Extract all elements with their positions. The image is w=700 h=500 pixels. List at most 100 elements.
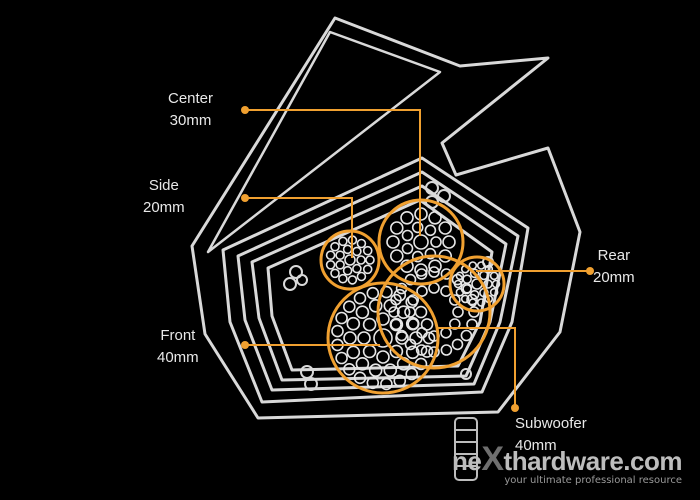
- perforation-hole: [352, 263, 362, 274]
- perforation-hole: [338, 273, 348, 284]
- perforation-hole: [452, 306, 464, 318]
- perforation-hole: [373, 328, 393, 348]
- subwoofer-size: 40mm: [515, 437, 557, 454]
- perforation-hole: [355, 356, 370, 371]
- perforation-hole: [401, 242, 414, 255]
- perforation-hole: [335, 311, 348, 325]
- perforation-hole: [365, 255, 375, 265]
- perforation-hole: [390, 293, 402, 306]
- leader-dots: [241, 106, 594, 412]
- perforation-hole: [404, 338, 417, 351]
- perforation-hole: [411, 221, 424, 234]
- side-name: Side: [148, 177, 179, 194]
- perforation-hole: [342, 300, 356, 314]
- perforation-hole: [325, 250, 336, 260]
- rear-label: Rear 20mm: [593, 245, 635, 289]
- perforation-hole: [356, 271, 367, 282]
- perforation-hole: [400, 211, 414, 225]
- perforation-hole: [405, 367, 419, 381]
- perforation-hole: [380, 377, 393, 391]
- front-label: Front 40mm: [157, 325, 199, 369]
- perforation-hole: [355, 305, 370, 320]
- perforation-hole: [393, 374, 407, 388]
- perforation-hole: [335, 351, 348, 365]
- watermark-brand: neXthardware.com: [452, 440, 682, 478]
- perforation-hole: [362, 245, 373, 256]
- perforation-hole: [440, 326, 452, 339]
- rear-name: Rear: [597, 247, 631, 264]
- headset-cable: [454, 417, 478, 481]
- perforation-hole: [383, 363, 398, 378]
- perforation-hole: [389, 249, 404, 263]
- perforation-hole: [346, 345, 361, 360]
- perforation-hole: [414, 263, 428, 277]
- perforation-hole: [395, 331, 409, 345]
- perforation-hole: [395, 329, 408, 342]
- perforation-hole: [390, 318, 402, 331]
- perforation-hole: [366, 286, 380, 300]
- perforation-hole: [448, 294, 461, 306]
- perforation-hole: [368, 298, 383, 313]
- perforation-hole: [460, 329, 473, 342]
- subwoofer-leader: [438, 327, 516, 408]
- perforation-hole: [401, 229, 414, 242]
- perforation-hole: [356, 238, 367, 249]
- perforation-hole: [342, 362, 356, 376]
- perforation-hole: [468, 261, 478, 270]
- perforation-hole: [347, 275, 358, 285]
- rear-driver-ring: [448, 255, 506, 313]
- perforation-hole: [342, 265, 353, 276]
- perforation-hole: [489, 271, 499, 281]
- perforation-hole: [362, 344, 377, 359]
- subwoofer-name: Subwoofer: [515, 415, 587, 432]
- perforation-hole: [396, 305, 411, 320]
- perforation-hole: [404, 306, 416, 318]
- perforation-hole: [442, 235, 456, 249]
- perforation-hole: [368, 363, 383, 378]
- perforation-hole: [330, 268, 340, 279]
- front-name: Front: [160, 327, 196, 344]
- perforation-hole: [428, 211, 442, 225]
- perforation-hole: [466, 293, 478, 306]
- side-leader: [245, 197, 353, 258]
- perforation-hole: [338, 236, 348, 247]
- perforation-hole: [484, 264, 494, 274]
- driver-perforations: [325, 207, 501, 391]
- perforation-hole: [352, 246, 362, 257]
- side-size: 20mm: [143, 199, 185, 216]
- perforation-hole: [330, 241, 340, 252]
- perforation-hole: [428, 259, 442, 274]
- perforation-hole: [420, 345, 434, 358]
- perforation-hole: [342, 244, 353, 255]
- perforation-hole: [353, 371, 367, 385]
- perforation-hole: [460, 282, 473, 295]
- front-driver-ring: [326, 281, 440, 395]
- side-driver-ring: [319, 229, 381, 291]
- center-name: Center: [168, 90, 214, 107]
- perforation-hole: [376, 350, 390, 364]
- perforation-hole: [386, 235, 400, 249]
- perforation-hole: [413, 234, 429, 250]
- watermark-logo: neXthardware.com your ultimate professio…: [452, 440, 682, 486]
- perforation-hole: [325, 259, 336, 270]
- perforation-hole: [407, 294, 420, 306]
- perforation-hole: [346, 316, 361, 331]
- perforation-hole: [438, 221, 453, 235]
- front-size: 40mm: [157, 349, 199, 366]
- perforation-hole: [460, 294, 470, 304]
- subwoofer-driver-ring: [376, 254, 492, 370]
- perforation-hole: [331, 324, 344, 338]
- perforation-hole: [362, 317, 377, 332]
- rear-size: 20mm: [593, 269, 635, 286]
- perforation-hole: [362, 264, 373, 275]
- watermark-tagline: your ultimate professional resource: [504, 475, 682, 486]
- perforation-hole: [415, 344, 428, 356]
- perforation-hole: [440, 344, 453, 356]
- perforation-hole: [357, 331, 371, 345]
- vent-holes: [283, 181, 494, 391]
- perforation-hole: [405, 345, 420, 360]
- center-label: Center 30mm: [168, 88, 213, 132]
- perforation-hole: [388, 306, 400, 318]
- leader-lines: [245, 109, 590, 408]
